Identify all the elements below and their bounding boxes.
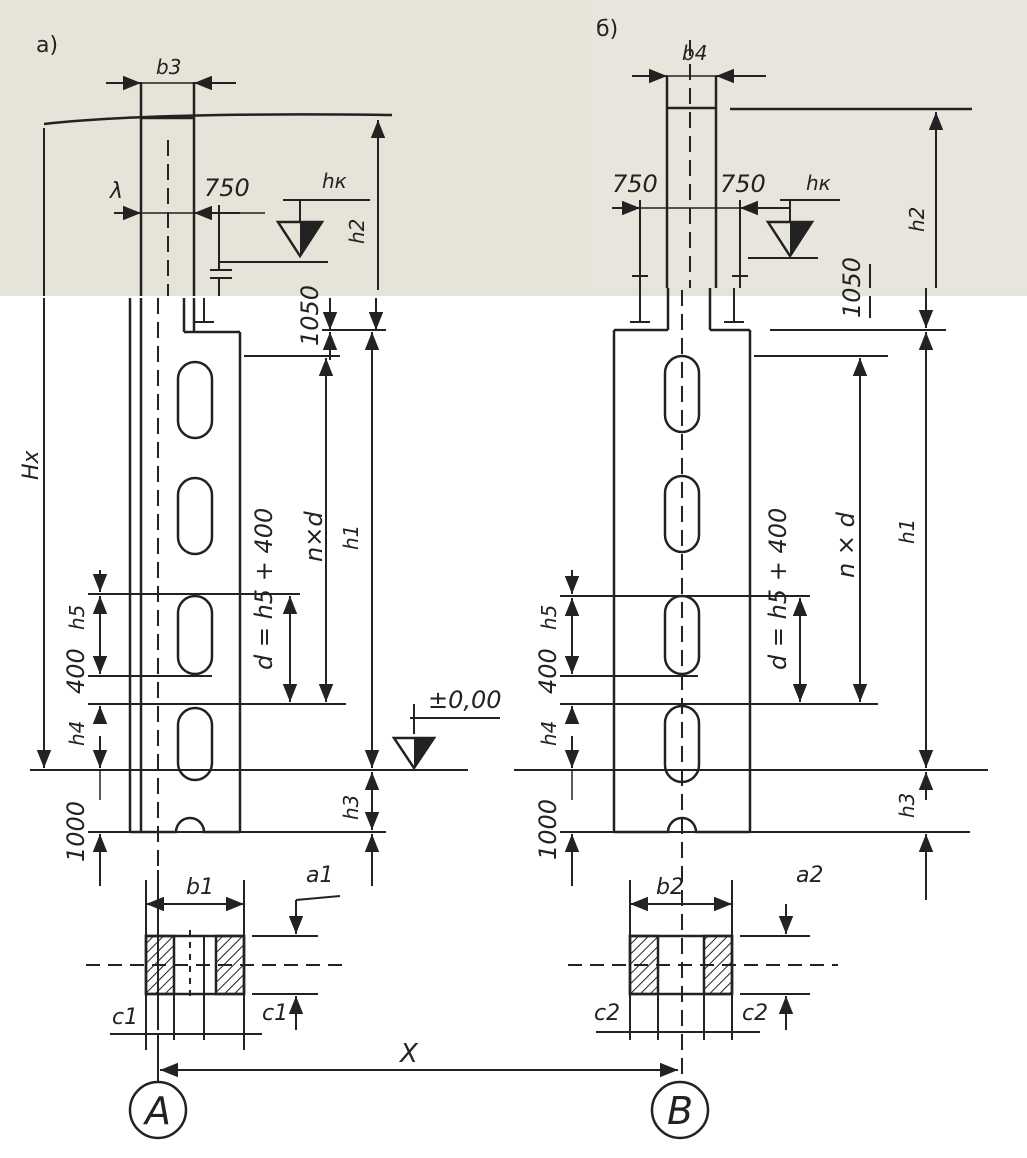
h2-label-b: h2 <box>905 207 929 232</box>
h4-label-b: h4 <box>537 721 561 746</box>
dim-750-b-left: 750 <box>612 170 658 198</box>
column-b-upper <box>665 76 718 288</box>
axis-bubble-a <box>128 1080 188 1140</box>
h5-label-a: h5 <box>65 605 89 630</box>
panel-a: а) b3 λ 750 hк h2 <box>19 33 502 1140</box>
slots-b <box>663 354 701 784</box>
axis-label-a: A <box>142 1089 171 1133</box>
hk-label-b: hк <box>806 171 831 195</box>
axis-label-b: B <box>667 1089 693 1133</box>
b1-label: b1 <box>186 875 214 900</box>
dim-750-a: 750 <box>204 174 250 202</box>
c2-right-label: c2 <box>742 1001 768 1026</box>
h2-label-a: h2 <box>345 219 369 244</box>
axis-bubble-b <box>650 1080 710 1140</box>
zero-level-label: ±0,00 <box>428 686 502 714</box>
nxd-label-a: n×d <box>300 511 328 562</box>
h1-label-a: h1 <box>339 525 363 550</box>
lambda-label: λ <box>109 179 123 204</box>
b4-label: b4 <box>682 41 707 65</box>
dim-1050-a: 1050 <box>296 285 324 346</box>
plan-section-a: b1 a1 c1 c1 <box>86 863 348 1050</box>
span-x-label: X <box>398 1039 419 1069</box>
a1-label: a1 <box>306 863 333 888</box>
h3-label-b: h3 <box>895 793 919 818</box>
h3-label-a: h3 <box>339 795 363 820</box>
dim-400-b: 400 <box>534 648 562 694</box>
c2-left-label: c2 <box>594 1001 620 1026</box>
b2-label: b2 <box>656 875 684 900</box>
h1-label-b: h1 <box>895 519 919 544</box>
slots-a <box>176 360 214 782</box>
panel-a-label: а) <box>36 33 58 58</box>
d-formula-a: d = h5 + 400 <box>250 508 278 670</box>
dim-1000-b: 1000 <box>534 799 562 860</box>
column-b-lower <box>612 288 752 834</box>
panel-b-label: б) <box>596 17 618 42</box>
h4-label-a: h4 <box>65 721 89 746</box>
c1-left-label: c1 <box>112 1005 138 1030</box>
h5-label-b: h5 <box>537 605 561 630</box>
dim-400-a: 400 <box>62 648 90 694</box>
dim-1000-a: 1000 <box>62 801 90 862</box>
dim-750-b-right: 750 <box>720 170 766 198</box>
column-a-lower <box>128 298 242 834</box>
Hx-label: Hx <box>19 449 44 480</box>
c1-right-label: c1 <box>262 1001 288 1026</box>
b3-label: b3 <box>156 55 181 79</box>
d-formula-b: d = h5 + 400 <box>764 508 792 670</box>
dim-1050-b: 1050 <box>838 257 866 318</box>
panel-b: б) b4 750 750 hк h2 <box>514 17 988 1140</box>
plan-section-b: b2 a2 c2 c2 <box>568 863 838 1040</box>
a2-label: a2 <box>796 863 823 888</box>
nxd-label-b: n × d <box>832 511 860 578</box>
hk-label-a: hк <box>322 169 347 193</box>
